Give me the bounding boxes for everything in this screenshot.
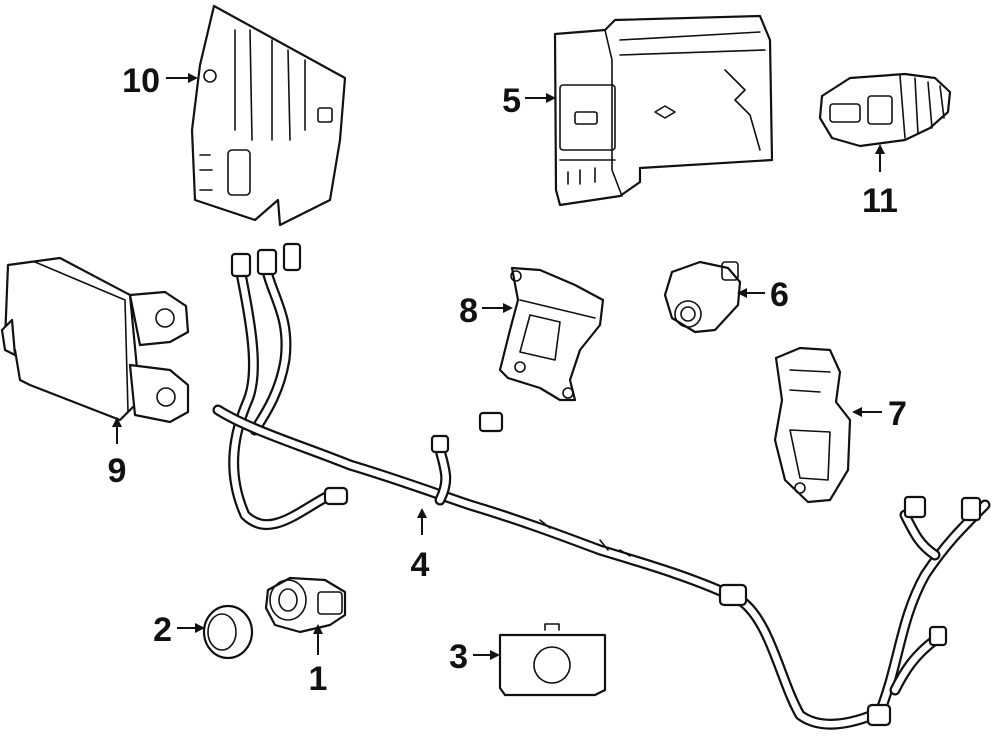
wiring-harness-part-4[interactable]: [212, 242, 991, 730]
callout-9: 9: [108, 452, 127, 490]
callout-3: 3: [449, 638, 468, 676]
bracket-part-7[interactable]: [773, 346, 852, 504]
cover-part-3[interactable]: [498, 623, 607, 697]
control-unit-part-9[interactable]: [0, 256, 190, 424]
callout-6: 6: [770, 276, 789, 314]
park-sensor-part-1[interactable]: [264, 576, 347, 634]
bracket-part-10[interactable]: [190, 4, 347, 227]
module-part-5[interactable]: [553, 14, 774, 207]
callout-labels: 10 5 11 6 8 7 9 4 2 3 1: [108, 62, 907, 698]
sensor-part-11[interactable]: [818, 72, 952, 148]
retainer-ring-part-2[interactable]: [202, 604, 254, 660]
camera-part-6[interactable]: [663, 260, 742, 334]
leader-lines: [112, 73, 885, 660]
callout-10: 10: [122, 62, 160, 100]
callout-5: 5: [502, 82, 521, 120]
callout-7: 7: [888, 395, 907, 433]
callout-4: 4: [411, 546, 430, 584]
callout-8: 8: [459, 292, 478, 330]
bracket-part-8[interactable]: [498, 266, 605, 402]
callout-1: 1: [309, 660, 328, 698]
callout-2: 2: [153, 611, 172, 649]
callout-11: 11: [862, 182, 898, 220]
